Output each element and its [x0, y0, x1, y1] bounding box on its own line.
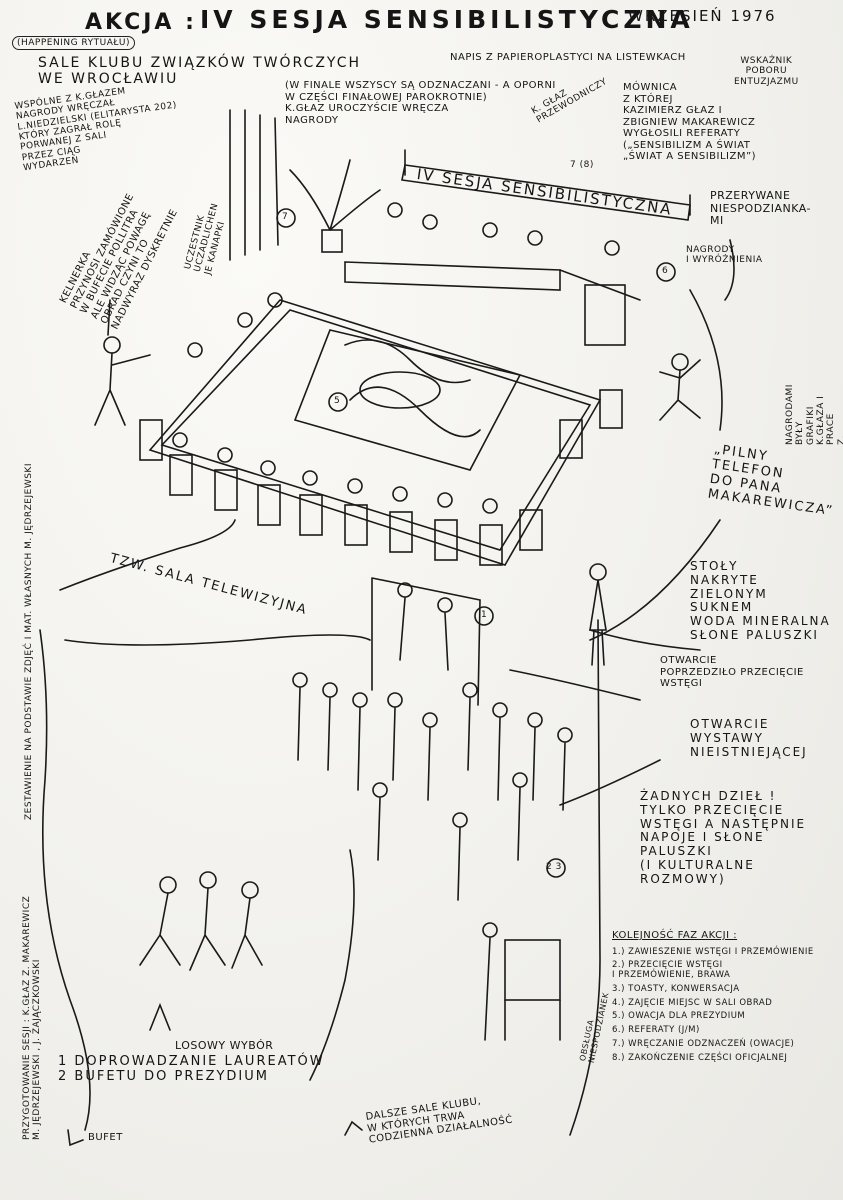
number-1: 1 — [481, 610, 488, 620]
number-2-3: 2 3 — [546, 862, 562, 872]
nagrodami-label: NAGRODAMI BYŁY GRAFIKI K.GŁAZA I PRACE Z… — [785, 384, 843, 445]
number-7-8: 7 (8) — [570, 160, 594, 170]
sequence-list: KOLEJNOŚĆ FAZ AKCJI : 1.) ZAWIESZENIE WS… — [612, 930, 834, 1063]
page-title: IV SESJA SENSIBILISTYCZNA — [200, 5, 694, 34]
number-7: 7 — [282, 212, 289, 222]
przerywane-label: PRZERYWANE NIESPODZIANKA- MI — [710, 189, 811, 228]
mownica-label: MÓWNICA Z KTÓREJ KAZIMIERZ GŁAZ I ZBIGNI… — [623, 82, 757, 162]
jedrzejewski-label: ZESTAWIENIE NA PODSTAWIE ZDJĘĆ I MAT. WŁ… — [24, 463, 34, 820]
napis-label: NAPIS Z PAPIEROPLASTYCI NA LISTEWKACH — [450, 52, 686, 63]
sequence-item: 6.) REFERATY (J/M) — [612, 1025, 700, 1036]
number-6: 6 — [662, 266, 669, 276]
date-label: WRZESIEŃ 1976 — [628, 7, 777, 25]
wskaznik-label: WSKAŹNIK POBORU ENTUZJAZMU — [734, 56, 799, 87]
sequence-item: 4.) ZAJĘCIE MIEJSC W SALI OBRAD — [612, 997, 773, 1008]
zadnych-dziel-label: ŻADNYCH DZIEŁ ! TYLKO PRZECIĘCIE WSTĘGI … — [640, 789, 807, 886]
sequence-item: 1.) ZAWIESZENIE WSTĘGI I PRZEMÓWIENIE — [612, 946, 814, 957]
sequence-item: 8.) ZAKOŃCZENIE CZĘŚCI OFICJALNEJ — [612, 1052, 788, 1063]
otwarcie-wystawy-label: OTWARCIE WYSTAWY NIEISTNIEJĄCEJ — [690, 717, 808, 759]
sequence-title: KOLEJNOŚĆ FAZ AKCJI : — [612, 930, 738, 941]
number-5: 5 — [334, 396, 341, 406]
sequence-item: 7.) WRĘCZANIE ODZNACZEŃ (OWACJE) — [612, 1038, 795, 1049]
sequence-item: 5.) OWACJA DLA PREZYDIUM — [612, 1011, 746, 1022]
nagrody-label: NAGRODY I WYRÓŻNIENIA — [686, 245, 763, 266]
bufet-label: BUFET — [88, 1132, 123, 1143]
otwarcie-label: OTWARCIE POPRZEDZIŁO PRZECIĘCIE WSTĘGI — [660, 655, 804, 689]
losowy-list: 1 DOPROWADZANIE LAUREATÓW 2 BUFETU DO PR… — [58, 1054, 325, 1084]
subtitle-label: (HAPPENING RYTUAŁU) — [12, 36, 136, 51]
przygotowanie-label: PRZYGOTOWANIE SESJI : K.GŁAZ Z. MAKAREWI… — [22, 895, 43, 1140]
finale-label: (W FINALE WSZYSCY SĄ ODZNACZANI - A OPOR… — [285, 80, 556, 126]
sequence-item: 2.) PRZECIĘCIE WSTĘGI I PRZEMÓWIENIE, BR… — [612, 960, 731, 981]
sequence-item: 3.) TOASTY, KONWERSACJA — [612, 983, 740, 994]
stoly-label: STOŁY NAKRYTE ZIELONYM SUKNEM WODA MINER… — [690, 559, 831, 642]
action-label: AKCJA : — [85, 10, 197, 35]
losowy-wybor-label: LOSOWY WYBÓR — [175, 1039, 274, 1052]
venue-label: SALE KLUBU ZWIĄZKÓW TWÓRCZYCH WE WROCŁAW… — [38, 55, 362, 88]
